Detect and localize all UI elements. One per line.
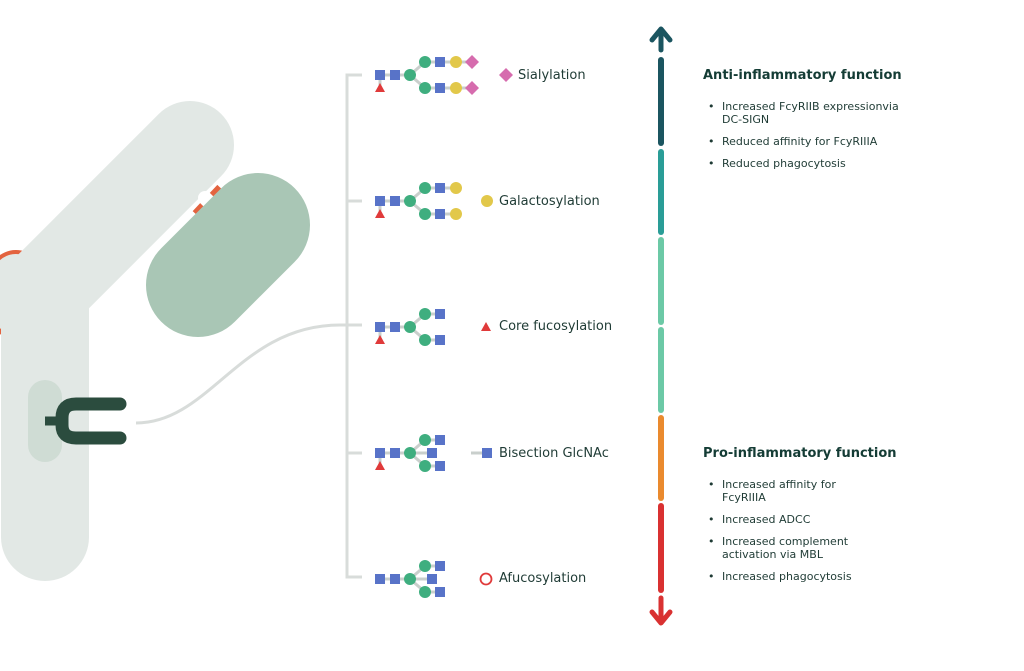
glycan-structures xyxy=(375,55,513,598)
glcnac-square-icon xyxy=(375,196,385,206)
mannose-circle-icon xyxy=(404,321,416,333)
glcnac-square-icon xyxy=(435,83,445,93)
mannose-circle-icon xyxy=(419,434,431,446)
glycoform-label-bisection-glcnac: Bisection GlcNAc xyxy=(499,446,609,461)
glycoform-bracket xyxy=(345,73,362,579)
fucose-triangle-icon xyxy=(375,209,385,218)
mannose-circle-icon xyxy=(419,82,431,94)
fucose-triangle-icon xyxy=(375,83,385,92)
galactose-circle-icon xyxy=(450,182,462,194)
pro-inflammatory-list: Increased affinity for FcyRIIIA Increase… xyxy=(706,478,856,592)
glcnac-square-icon xyxy=(375,574,385,584)
sialic-acid-diamond-icon xyxy=(465,81,479,95)
pro-inflammatory-item: Increased phagocytosis xyxy=(706,570,856,583)
glcnac-square-icon xyxy=(390,574,400,584)
glcnac-square-icon xyxy=(375,448,385,458)
anti-inflammatory-title: Anti-inflammatory function xyxy=(703,68,902,83)
fucose-triangle-icon xyxy=(375,335,385,344)
glcnac-square-icon xyxy=(375,322,385,332)
fucose-triangle-icon xyxy=(375,461,385,470)
mannose-circle-icon xyxy=(419,182,431,194)
glcnac-square-icon xyxy=(435,435,445,445)
glcnac-square-icon xyxy=(435,209,445,219)
arrow-down-icon xyxy=(649,609,673,626)
mannose-circle-icon xyxy=(419,586,431,598)
sialic-acid-diamond-icon xyxy=(465,55,479,69)
glcnac-square-icon xyxy=(435,561,445,571)
anti-inflammatory-list: Increased FcyRIIB expressionvia DC-SIGN … xyxy=(706,100,906,179)
mannose-circle-icon xyxy=(404,447,416,459)
mannose-circle-icon xyxy=(419,460,431,472)
galactose-circle-icon xyxy=(450,56,462,68)
mannose-circle-icon xyxy=(419,334,431,346)
mannose-circle-icon xyxy=(419,56,431,68)
glcnac-square-icon xyxy=(435,183,445,193)
anti-inflammatory-item: Increased FcyRIIB expressionvia DC-SIGN xyxy=(706,100,906,126)
pro-inflammatory-title: Pro-inflammatory function xyxy=(703,446,897,461)
glycoform-label-sialylation: Sialylation xyxy=(518,68,586,83)
glcnac-square-icon xyxy=(435,461,445,471)
mannose-circle-icon xyxy=(419,560,431,572)
mannose-circle-icon xyxy=(419,308,431,320)
glycoform-label-core-fucosylation: Core fucosylation xyxy=(499,319,613,334)
glcnac-square-icon xyxy=(390,70,400,80)
glcnac-square-icon xyxy=(435,309,445,319)
glcnac-square-icon xyxy=(375,70,385,80)
inflammation-scale xyxy=(649,26,673,626)
sialic-acid-diamond-icon xyxy=(499,68,513,82)
fucose-triangle-icon xyxy=(481,322,491,331)
glcnac-square-icon xyxy=(435,587,445,597)
antibody-illustration xyxy=(0,101,310,581)
glcnac-square-icon xyxy=(427,574,437,584)
mannose-circle-icon xyxy=(404,573,416,585)
galactose-circle-icon xyxy=(450,82,462,94)
glcnac-square-icon xyxy=(482,448,492,458)
glycoform-label-galactosylation: Galactosylation xyxy=(499,194,600,209)
glcnac-square-icon xyxy=(390,322,400,332)
glycan-connector-curve xyxy=(135,323,362,425)
glycoform-label-afucosylation: Afucosylation xyxy=(499,571,587,586)
pro-inflammatory-item: Increased ADCC xyxy=(706,513,856,526)
glcnac-square-icon xyxy=(390,448,400,458)
mannose-circle-icon xyxy=(404,69,416,81)
anti-inflammatory-item: Reduced affinity for FcyRIIIA xyxy=(706,135,906,148)
galactose-circle-icon xyxy=(450,208,462,220)
glcnac-square-icon xyxy=(390,196,400,206)
fab-domain xyxy=(146,173,310,337)
pro-inflammatory-item: Increased affinity for FcyRIIIA xyxy=(706,478,856,504)
mannose-circle-icon xyxy=(404,195,416,207)
glcnac-square-icon xyxy=(435,335,445,345)
anti-inflammatory-item: Reduced phagocytosis xyxy=(706,157,906,170)
empty-circle-icon xyxy=(479,572,493,586)
galactose-circle-icon xyxy=(481,195,493,207)
glcnac-square-icon xyxy=(435,57,445,67)
mannose-circle-icon xyxy=(419,208,431,220)
glcnac-square-icon xyxy=(427,448,437,458)
pro-inflammatory-item: Increased complement activation via MBL xyxy=(706,535,856,561)
